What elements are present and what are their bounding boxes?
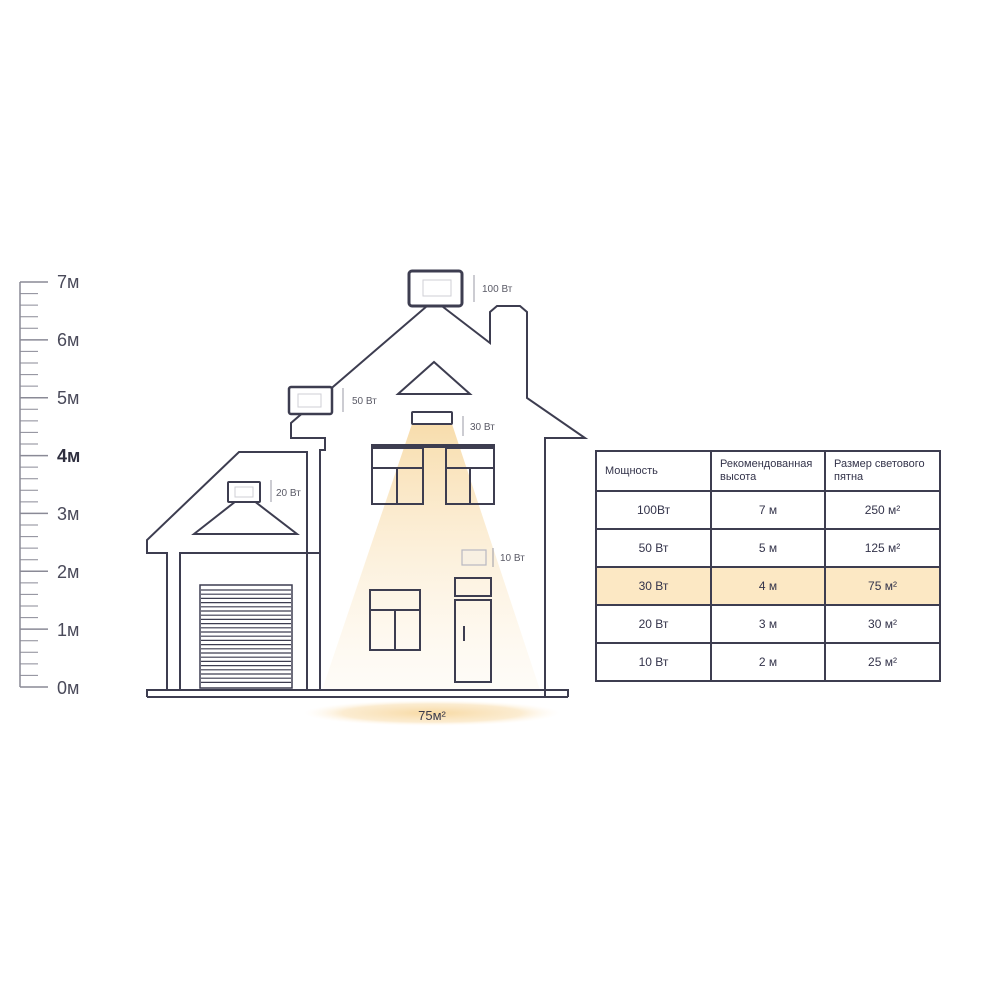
garage-door [199, 584, 293, 689]
ruler-label-4: 4м [57, 446, 80, 466]
ruler-ticks [20, 281, 48, 688]
ruler-label-7: 7м [57, 272, 79, 292]
table-row: 10 Вт 2 м 25 м² [595, 642, 941, 682]
cell-power: 20 Вт [595, 604, 712, 644]
fixture-20w: 20 Вт [227, 480, 301, 503]
table-row-highlighted: 30 Вт 4 м 75 м² [595, 566, 941, 606]
specs-table: Мощность Рекомендованная высота Размер с… [595, 450, 941, 682]
fixture-20w-label: 20 Вт [276, 488, 301, 499]
garage-contour [146, 451, 321, 690]
ruler-label-5: 5м [57, 388, 79, 408]
fixture-10w: 10 Вт [461, 548, 525, 567]
fixture-30w-label: 30 Вт [470, 422, 495, 433]
ruler-label-6: 6м [57, 330, 79, 350]
table-row: 100Вт 7 м 250 м² [595, 490, 941, 530]
cell-spot: 125 м² [824, 528, 941, 568]
fixture-100w: 100 Вт [407, 269, 513, 308]
height-ruler: 0м 1м 2м 3м 4м 5м 6м 7м [19, 272, 80, 698]
cell-power: 10 Вт [595, 642, 712, 682]
cell-spot: 75 м² [824, 566, 941, 606]
cell-height: 4 м [710, 566, 826, 606]
cell-height: 7 м [710, 490, 826, 530]
garage-gable [191, 492, 300, 535]
cell-power: 100Вт [595, 490, 712, 530]
fixture-10w-label: 10 Вт [500, 553, 525, 564]
cell-height: 3 м [710, 604, 826, 644]
table-header-row: Мощность Рекомендованная высота Размер с… [595, 450, 941, 492]
ruler-labels: 0м 1м 2м 3м 4м 5м 6м 7м [57, 272, 80, 698]
cell-spot: 250 м² [824, 490, 941, 530]
ruler-label-2: 2м [57, 562, 79, 582]
cell-power: 50 Вт [595, 528, 712, 568]
ground-line [146, 689, 546, 697]
light-beam [322, 424, 540, 690]
cell-height: 2 м [710, 642, 826, 682]
header-spot-size: Размер светового пятна [824, 450, 941, 492]
main-house-contour [290, 298, 589, 690]
door [454, 599, 492, 683]
ruler-label-1: 1м [57, 620, 79, 640]
cell-height: 5 м [710, 528, 826, 568]
house-outline [146, 298, 589, 698]
table-row: 50 Вт 5 м 125 м² [595, 528, 941, 568]
table-row: 20 Вт 3 м 30 м² [595, 604, 941, 644]
light-spot-area-label: 75м² [418, 708, 446, 723]
header-height: Рекомендованная высота [710, 450, 826, 492]
cell-spot: 30 м² [824, 604, 941, 644]
main-gable [395, 360, 473, 395]
light-spot [304, 700, 560, 726]
ruler-label-0: 0м [57, 678, 79, 698]
upper-window-left [371, 444, 495, 448]
cell-power: 30 Вт [595, 566, 712, 606]
ruler-label-3: 3м [57, 504, 79, 524]
fixture-50w-label: 50 Вт [352, 396, 377, 407]
fixture-100w-label: 100 Вт [482, 284, 513, 295]
fixture-30w: 30 Вт [411, 411, 495, 436]
cell-spot: 25 м² [824, 642, 941, 682]
fixture-50w: 50 Вт [287, 385, 377, 416]
header-power: Мощность [595, 450, 712, 492]
